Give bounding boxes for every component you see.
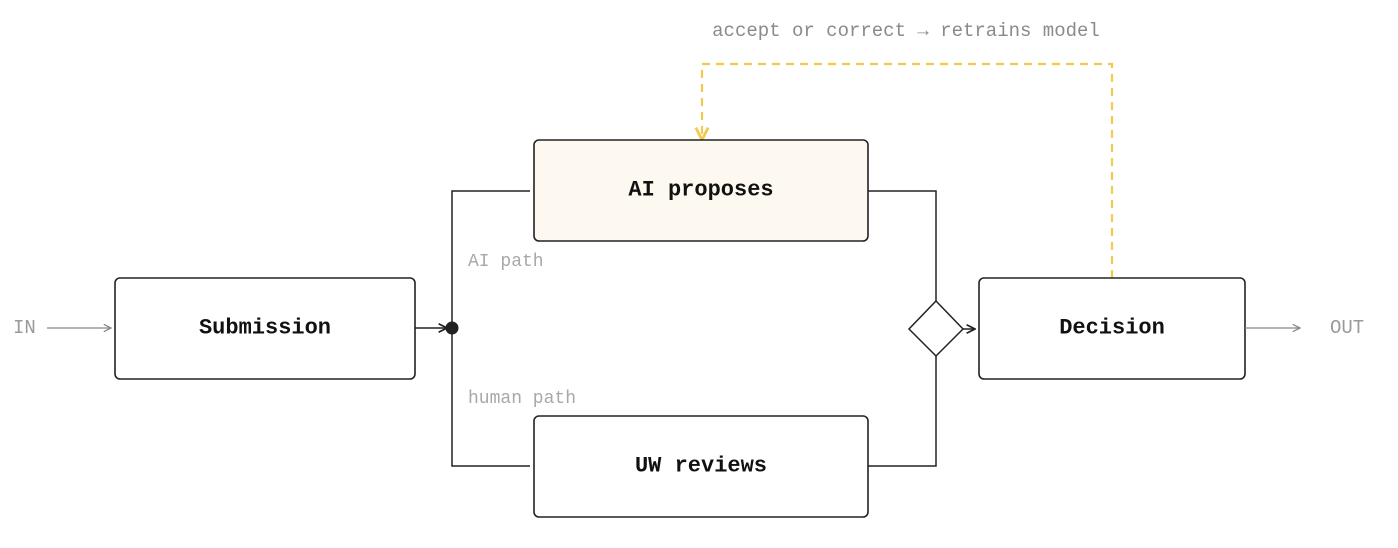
merge-diamond (907, 299, 965, 358)
feedback-loop-line (702, 62, 1114, 278)
ai-proposes-node: AI proposes (533, 139, 869, 242)
uw-reviews-label: UW reviews (635, 454, 767, 479)
ai-proposes-label: AI proposes (628, 178, 773, 203)
human-merge-line (868, 356, 937, 467)
uw-reviews-node: UW reviews (533, 415, 869, 518)
input-label: IN (13, 317, 36, 339)
ai-merge-line (868, 190, 937, 302)
human-branch-line (451, 328, 530, 467)
ai-branch-line (451, 190, 530, 328)
human-path-label: human path (468, 389, 576, 409)
decision-label: Decision (1059, 316, 1165, 341)
feedback-label: accept or correct → retrains model (712, 20, 1100, 42)
submission-node: Submission (114, 277, 416, 380)
output-label: OUT (1330, 317, 1364, 339)
submission-label: Submission (199, 316, 331, 341)
ai-path-label: AI path (468, 252, 544, 272)
decision-node: Decision (978, 277, 1246, 380)
